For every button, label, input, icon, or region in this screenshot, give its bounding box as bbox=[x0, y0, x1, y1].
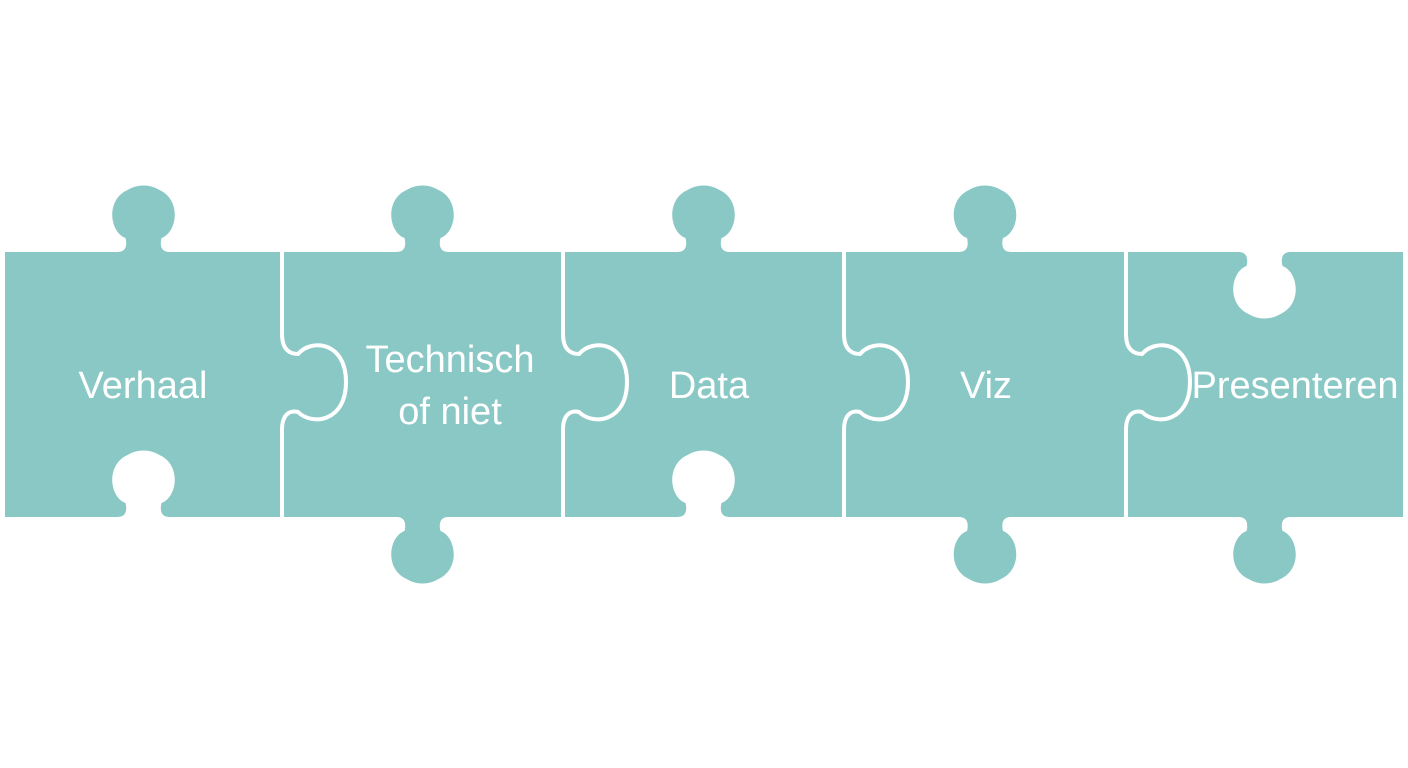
piece-labels: Verhaal Technisch of niet Data Viz Presentere… bbox=[79, 339, 1399, 433]
piece-label: Data bbox=[669, 365, 750, 407]
piece-seams bbox=[280, 252, 1193, 517]
piece-label: Technisch bbox=[366, 339, 535, 381]
piece-label: Viz bbox=[960, 365, 1012, 407]
puzzle-piece bbox=[563, 185, 844, 517]
puzzle-pieces bbox=[5, 185, 1403, 584]
piece-seam bbox=[280, 252, 349, 517]
puzzle-piece bbox=[844, 185, 1126, 584]
piece-label: Presenteren bbox=[1191, 365, 1398, 407]
piece-seam bbox=[842, 252, 911, 517]
piece-seam bbox=[561, 252, 630, 517]
piece-label: of niet bbox=[398, 391, 502, 433]
puzzle-piece bbox=[1126, 252, 1403, 584]
piece-seam bbox=[1124, 252, 1193, 517]
puzzle-piece bbox=[282, 185, 563, 584]
puzzle-piece bbox=[5, 185, 282, 517]
piece-label: Verhaal bbox=[79, 365, 208, 407]
